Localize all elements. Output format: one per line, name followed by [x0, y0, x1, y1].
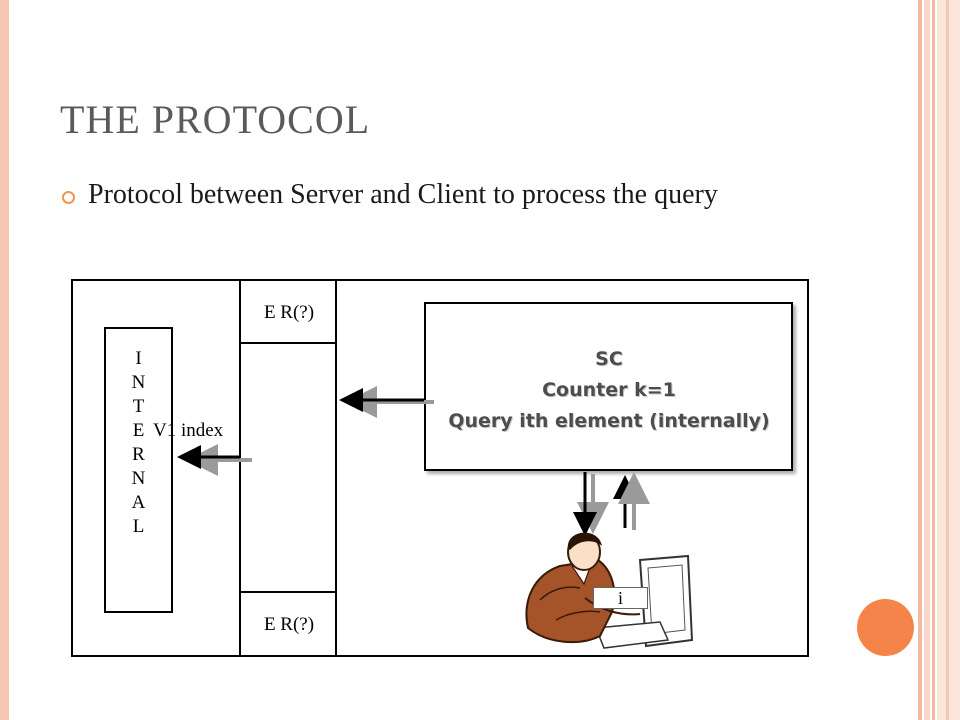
v1-index-label: V1 index [153, 420, 224, 441]
internal-letter: L [132, 516, 145, 537]
internal-letter: A [131, 492, 146, 513]
orange-circle-decor [857, 599, 914, 656]
right-decor-band [924, 0, 930, 720]
internal-box: I N T E R N A L [104, 327, 173, 613]
right-decor-band [932, 0, 935, 720]
er-bottom-label: E R(?) [263, 614, 315, 635]
sc-text: SC Counter k=1 Query ith element (intern… [426, 344, 792, 437]
internal-letter: I [135, 348, 142, 369]
internal-letter: E [132, 420, 145, 441]
sc-box [424, 302, 793, 471]
internal-letter: N [131, 372, 146, 393]
outer-frame [71, 279, 809, 657]
sc-query: Query ith element (internally) [448, 410, 770, 432]
sc-title: SC [595, 348, 623, 370]
right-decor-band [946, 0, 949, 720]
er-top-label: E R(?) [263, 302, 315, 323]
internal-letter: R [132, 444, 145, 465]
bullet-icon [62, 191, 75, 204]
bullet-text: Protocol between Server and Client to pr… [88, 179, 718, 210]
sc-counter: Counter k=1 [542, 379, 676, 401]
internal-label: I N T E R N A L [106, 347, 171, 539]
client-user-icon [525, 532, 694, 649]
slide-title: THE PROTOCOL [60, 97, 371, 142]
internal-letter: T [132, 396, 145, 417]
internal-letter: N [131, 468, 146, 489]
left-decor-rule [0, 0, 9, 720]
user-input-box: i [593, 587, 648, 609]
right-decor-band [918, 0, 922, 720]
